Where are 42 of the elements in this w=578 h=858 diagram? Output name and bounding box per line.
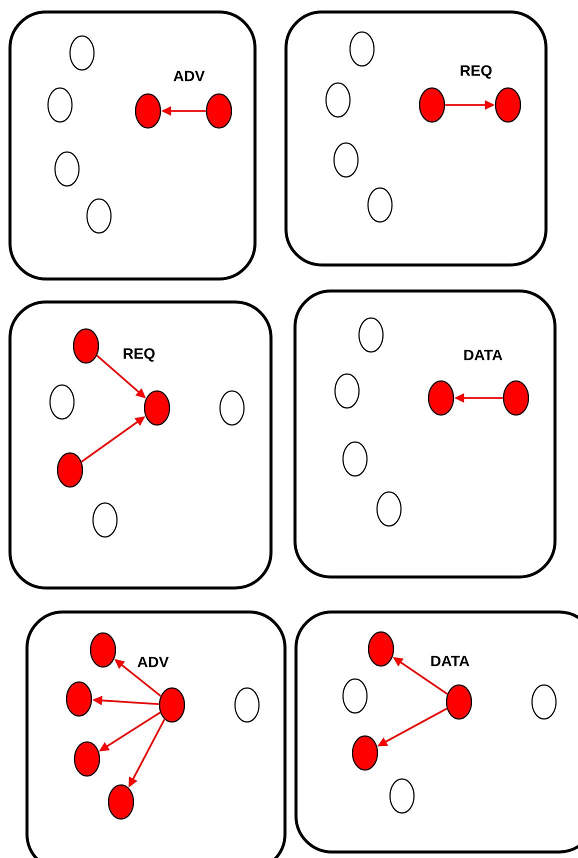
empty-circle xyxy=(219,390,245,426)
empty-circle xyxy=(342,441,368,477)
filled-circle xyxy=(418,87,446,123)
filled-circle xyxy=(108,784,134,820)
filled-circle xyxy=(66,681,92,717)
empty-circle xyxy=(349,31,375,67)
filled-circle xyxy=(90,632,116,668)
filled-circle xyxy=(158,687,186,723)
filled-circle xyxy=(502,380,530,416)
panel: ADV xyxy=(8,10,256,280)
empty-circle xyxy=(86,198,112,234)
filled-circle xyxy=(134,93,162,129)
empty-circle xyxy=(333,142,359,178)
filled-circle xyxy=(428,380,454,416)
empty-circle xyxy=(69,35,95,71)
panel: REQ xyxy=(8,300,272,590)
empty-circle xyxy=(367,187,393,223)
empty-circle xyxy=(325,82,351,118)
empty-circle xyxy=(49,384,75,420)
filled-circle xyxy=(56,452,84,488)
empty-circle xyxy=(47,87,73,123)
panel: REQ xyxy=(284,10,548,266)
empty-circle xyxy=(54,151,80,187)
empty-circle xyxy=(334,373,360,409)
empty-circle xyxy=(531,684,557,720)
filled-circle xyxy=(206,93,232,129)
empty-circle xyxy=(234,687,260,723)
filled-circle xyxy=(74,741,100,777)
filled-circle xyxy=(72,328,100,364)
panel: DATA xyxy=(294,610,578,854)
filled-circle xyxy=(446,684,472,720)
empty-circle xyxy=(342,678,368,714)
empty-circle xyxy=(376,491,402,527)
filled-circle xyxy=(494,87,522,123)
filled-circle xyxy=(352,735,378,771)
panel: DATA xyxy=(294,290,556,578)
filled-circle xyxy=(144,390,170,426)
empty-circle xyxy=(358,317,384,353)
empty-circle xyxy=(92,502,118,538)
panel: ADV xyxy=(26,610,286,858)
filled-circle xyxy=(368,631,394,667)
empty-circle xyxy=(389,778,415,814)
